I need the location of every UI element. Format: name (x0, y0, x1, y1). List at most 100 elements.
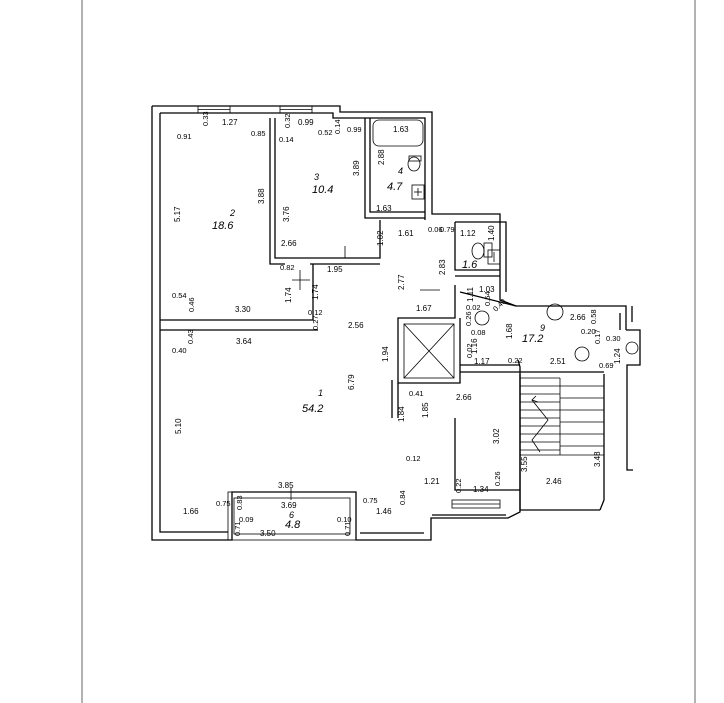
dim-label: 0.09 (239, 515, 254, 524)
dim-label: 0.17 (593, 329, 602, 344)
windows (197, 105, 501, 541)
dim-label: 3.69 (281, 501, 297, 510)
dim-label: 1.16 (470, 338, 479, 354)
dim-label: 3.02 (492, 428, 501, 444)
dim-label: 0.22 (508, 356, 523, 365)
dim-label: 0.08 (471, 328, 486, 337)
dimension-labels: 0.91 0.33 1.27 0.85 0.32 0.99 0.14 0.52 … (172, 111, 622, 538)
dim-label: 2.56 (348, 321, 364, 330)
dim-label: 0.22 (454, 478, 463, 493)
dim-label: 1.63 (393, 125, 409, 134)
dim-label: 0.99 (347, 125, 362, 134)
dim-label: 0.91 (177, 132, 192, 141)
sink-small-icon (487, 249, 501, 265)
dim-label: 1.46 (376, 507, 392, 516)
dim-label: 0.84 (398, 490, 407, 505)
dim-label: 1.61 (398, 229, 414, 238)
toilet-icon (407, 156, 421, 172)
dim-label: 2.83 (438, 259, 447, 275)
dim-label: 5.10 (174, 418, 183, 434)
room-area-2: 18.6 (212, 220, 234, 232)
dim-label: 3.89 (352, 160, 361, 176)
dim-label: 1.63 (376, 204, 392, 213)
dim-label: 3.88 (257, 188, 266, 204)
dim-label: 2.51 (550, 357, 566, 366)
dim-label: 0.20 (581, 327, 596, 336)
dim-label: 2.66 (456, 393, 472, 402)
room-number-9: 9 (540, 323, 545, 333)
dim-label: 3.48 (593, 451, 602, 467)
dim-label: 0.12 (406, 454, 421, 463)
dim-label: 1.85 (421, 402, 430, 418)
dim-label: 0.14 (333, 119, 342, 134)
dim-label: 0.41 (409, 389, 424, 398)
dim-label: 5.17 (173, 206, 182, 222)
dim-label: 1.21 (424, 477, 440, 486)
riser-circle-2 (546, 303, 564, 321)
dim-label: 0.40 (172, 346, 187, 355)
staircase (520, 377, 604, 456)
dim-label: 1.12 (460, 229, 476, 238)
riser-circle-1 (474, 310, 490, 326)
room-area-3: 10.4 (312, 184, 333, 196)
room-number-6: 6 (289, 510, 294, 520)
dim-label: 1.94 (381, 346, 390, 362)
dim-label: 1.68 (505, 323, 514, 339)
room-number-1: 1 (318, 388, 323, 398)
dim-label: 0.58 (589, 309, 598, 324)
dim-label: 3.64 (236, 337, 252, 346)
dim-label: 3.30 (235, 305, 251, 314)
dim-label: 3.55 (520, 456, 529, 472)
dim-label: 1.74 (311, 284, 320, 300)
dim-label: 0.82 (280, 263, 295, 272)
dim-label: 0.99 (298, 118, 314, 127)
dim-label: 0.43 (186, 329, 195, 344)
dim-label: 0.71 (233, 521, 242, 536)
room-number-3: 3 (314, 172, 319, 182)
dim-label: 2.66 (281, 239, 297, 248)
dim-label: 1.74 (284, 287, 293, 303)
dim-label: 1.11 (466, 286, 475, 302)
dim-label: 2.46 (546, 477, 562, 486)
dim-label: 0.54 (483, 291, 492, 306)
dim-label: 0.52 (318, 128, 333, 137)
dim-label: 0.02 (465, 343, 474, 358)
dim-label: 1.84 (397, 406, 406, 422)
outer-walls (151, 105, 641, 541)
dim-label: 0.69 (599, 361, 614, 370)
dim-label: 1.02 (376, 230, 385, 246)
dim-label: 1.40 (487, 225, 496, 241)
dim-label: 0.43 (491, 297, 508, 314)
dim-label: 1.24 (613, 348, 622, 364)
dim-label: 0.26 (493, 471, 502, 486)
room-area-5: 1.6 (462, 259, 478, 271)
dim-label: 0.26 (464, 311, 473, 326)
dim-label: 0.71 (343, 521, 352, 536)
dim-label: 3.85 (278, 481, 294, 490)
dimension-ticks (290, 246, 440, 500)
dim-label: 0.85 (251, 129, 266, 138)
room-number-2: 2 (229, 208, 235, 218)
elevator-shaft (403, 323, 455, 379)
dim-label: 3.76 (282, 206, 291, 222)
dim-label: 0.02 (466, 303, 481, 312)
riser-circle-4 (625, 341, 639, 355)
dim-label: 0.30 (606, 334, 621, 343)
riser-circle-3 (574, 346, 590, 362)
bathtub-icon (372, 119, 424, 147)
partitions (160, 118, 604, 491)
dim-label: 3.50 (260, 529, 276, 538)
dim-label: 1.03 (479, 285, 495, 294)
dim-label: 0.54 (172, 291, 187, 300)
room-labels: 2 18.6 3 10.4 4 4.7 1.6 9 17.2 1 54.2 6 … (212, 166, 545, 531)
dim-label: 2.88 (377, 149, 386, 165)
room-area-9: 17.2 (522, 333, 543, 345)
dim-label: 1.67 (416, 304, 432, 313)
dim-label: 2.77 (397, 274, 406, 290)
dim-label: 1.17 (474, 357, 490, 366)
dim-label: 0.75 (216, 499, 231, 508)
dim-label: 0.32 (283, 113, 292, 128)
dim-label: 0.33 (201, 111, 210, 126)
dim-label: 2.66 (570, 313, 586, 322)
